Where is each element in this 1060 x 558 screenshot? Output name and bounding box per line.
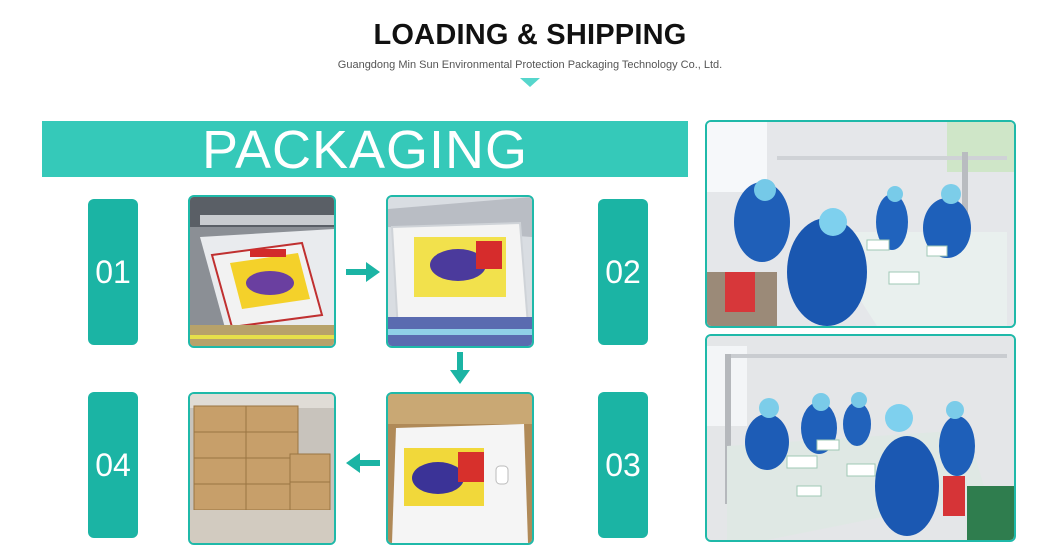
company-name: Guangdong Min Sun Environmental Protecti…: [337, 59, 723, 71]
packaging-banner: PACKAGING: [42, 121, 688, 177]
arrow-left-icon: [346, 453, 380, 473]
photo-bag-printing: [188, 195, 336, 348]
step-03-badge: 03: [598, 392, 648, 538]
step-04-badge: 04: [88, 392, 138, 538]
photo-bags-in-carton: [386, 392, 534, 545]
photo-stacked-cartons: [188, 392, 336, 545]
photo-stacked-bags: [386, 195, 534, 348]
photo-workers-packing-bottom: [705, 334, 1016, 542]
pointer-icon: [520, 78, 540, 87]
step-02-badge: 02: [598, 199, 648, 345]
arrow-down-icon: [450, 352, 470, 384]
arrow-right-icon: [346, 262, 380, 282]
page-title: LOADING & SHIPPING: [373, 19, 687, 51]
photo-workers-packing-top: [705, 120, 1016, 328]
step-01-badge: 01: [88, 199, 138, 345]
